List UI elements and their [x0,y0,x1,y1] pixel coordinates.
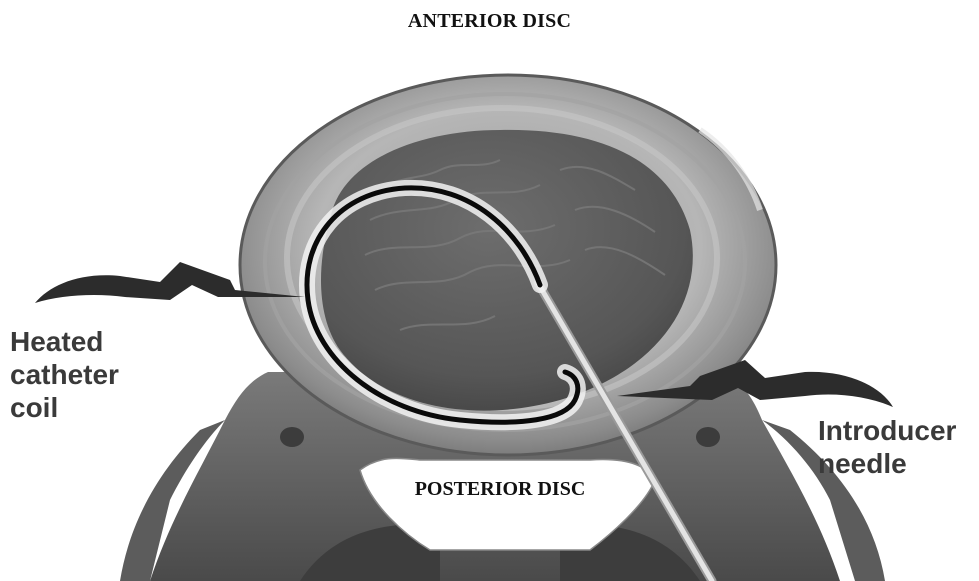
posterior-disc-label: POSTERIOR DISC [360,478,640,501]
anterior-disc-label: ANTERIOR DISC [0,10,979,33]
heated-catheter-coil-label: Heated catheter coil [10,325,119,424]
introducer-needle-label: Introducer needle [818,414,956,480]
introducer-needle-line-1: Introducer [818,414,956,447]
heated-catheter-coil-line-3: coil [10,391,119,424]
heated-catheter-coil-line-1: Heated [10,325,119,358]
heated-catheter-coil-line-2: catheter [10,358,119,391]
introducer-needle-line-2: needle [818,447,956,480]
